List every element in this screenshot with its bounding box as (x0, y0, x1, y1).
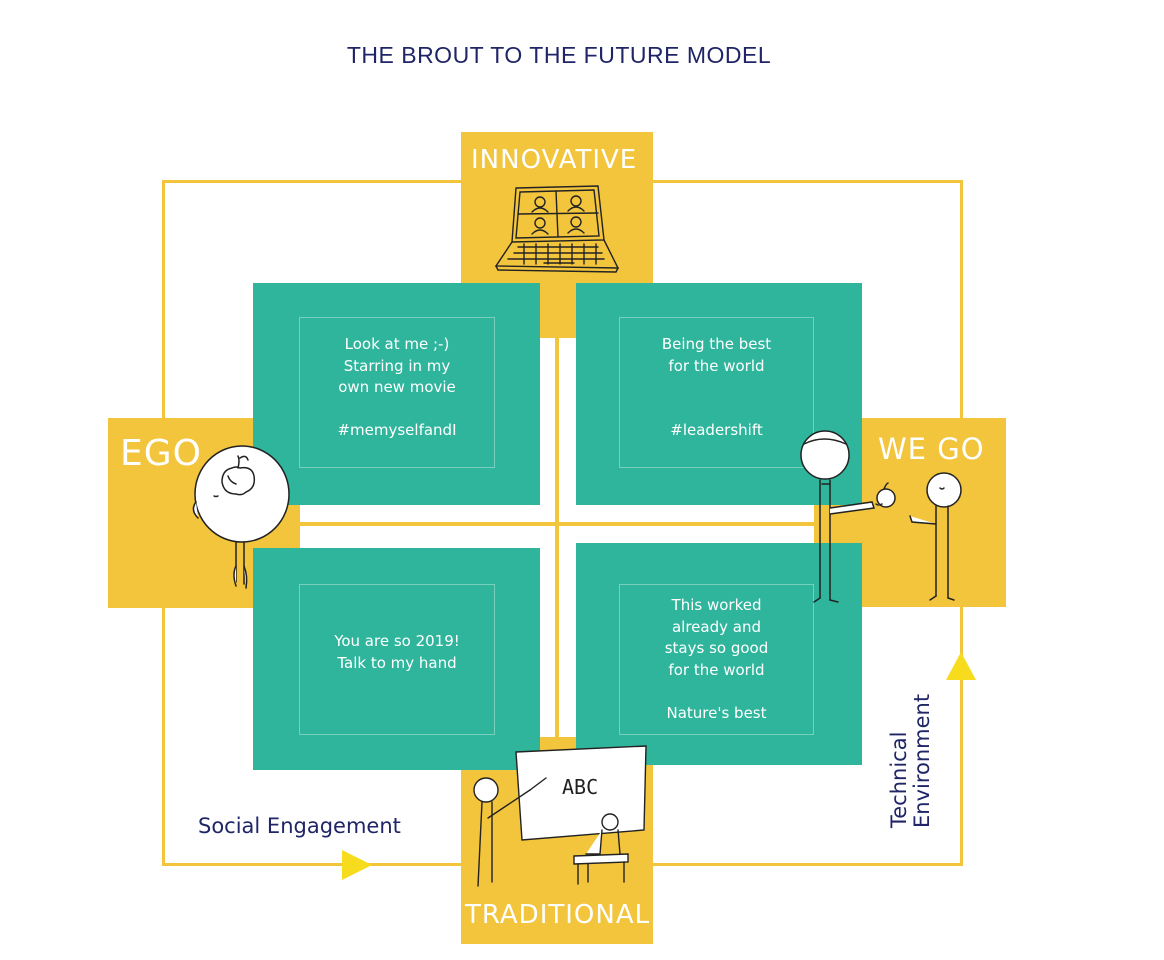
apple-head-figure-icon (192, 445, 290, 589)
quadrant-top-left-text: Look at me ;-) Starring in my own new mo… (299, 317, 495, 468)
diagram-title: THE BROUT TO THE FUTURE MODEL (346, 42, 772, 68)
teacher-board-icon: ABC (473, 745, 647, 887)
ego-label: EGO (120, 433, 202, 474)
innovative-label: INNOVATIVE (471, 145, 638, 175)
quadrant-top-right-text: Being the best for the world #leadershif… (619, 317, 814, 468)
y-axis-arrow-icon (946, 652, 976, 680)
y-axis-label: Technical Environment (887, 693, 934, 828)
x-axis-label: Social Engagement (198, 814, 401, 838)
we-go-label: WE GO (878, 432, 985, 466)
sharing-apple-figures-icon (800, 430, 962, 603)
traditional-label: TRADITIONAL (465, 900, 651, 930)
quadrant-bottom-left (253, 548, 540, 770)
center-vertical-line (555, 300, 559, 760)
laptop-video-call-icon (494, 185, 620, 273)
quadrant-bottom-right (576, 543, 862, 765)
board-text: ABC (562, 775, 598, 799)
quadrant-top-left (253, 283, 540, 505)
center-horizontal-line (290, 522, 830, 526)
x-axis-arrow-icon (342, 850, 372, 880)
quadrant-bottom-left-text: You are so 2019! Talk to my hand (299, 584, 495, 735)
quadrant-bottom-right-text: This worked already and stays so good fo… (619, 584, 814, 735)
